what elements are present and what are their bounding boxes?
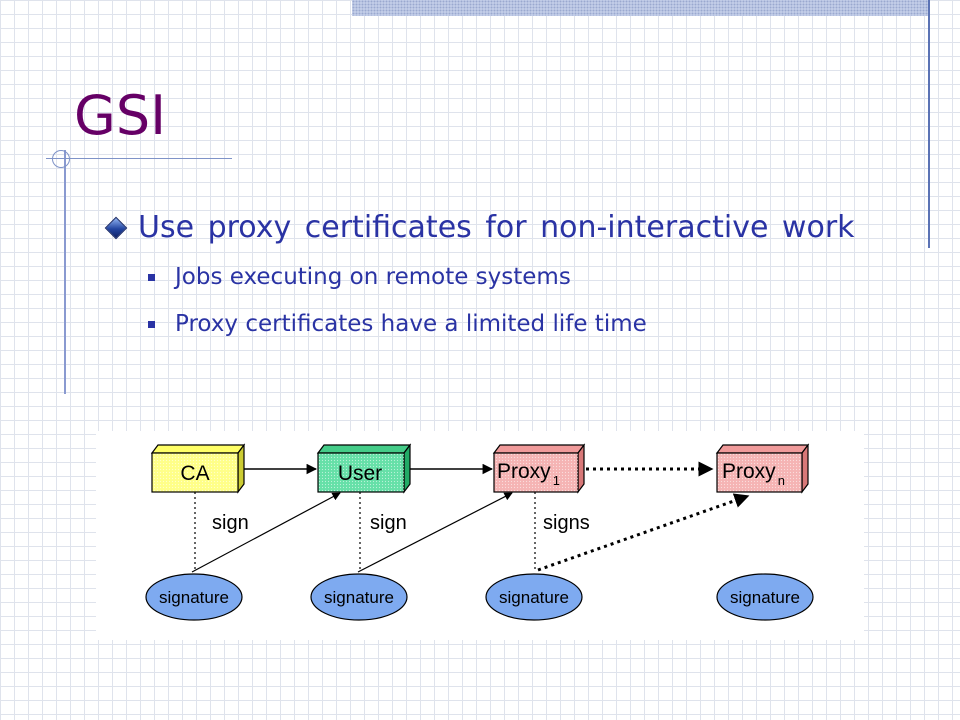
signature-label: signature [159, 588, 229, 607]
sub-bullet: Proxy certificates have a limited life t… [148, 311, 647, 337]
slide-title: GSI [74, 84, 167, 147]
signs-label: signs [543, 512, 590, 534]
decorative-circle [52, 150, 70, 168]
signature-label: signature [730, 588, 800, 607]
decorative-left-line [64, 150, 66, 394]
main-bullet: Use proxy certificates for non-interacti… [104, 210, 855, 245]
sign-label: sign [212, 512, 249, 534]
decorative-title-underline [46, 158, 232, 159]
ca-label: CA [180, 462, 209, 485]
dotted-arrow-signature-to-proxyn [537, 493, 750, 572]
ca-box: CA [150, 443, 246, 494]
decorative-top-band [352, 0, 930, 16]
arrow-signature-to-user [191, 492, 341, 573]
signature-ellipse: signature [310, 573, 408, 621]
diamond-bullet-icon [104, 216, 128, 239]
sign-label: sign [370, 512, 407, 534]
user-box: User [316, 443, 412, 494]
user-label: User [338, 462, 382, 485]
main-bullet-text: Use proxy certificates for non-interacti… [138, 210, 855, 245]
signature-label: signature [499, 588, 569, 607]
square-bullet-icon [148, 273, 155, 281]
proxyn-subscript: n [778, 473, 785, 488]
arrow-signature-to-proxy1 [357, 492, 513, 573]
sub-bullet-text: Jobs executing on remote systems [175, 264, 571, 290]
signature-ellipse: signature [485, 573, 583, 621]
sub-bullet: Jobs executing on remote systems [148, 264, 571, 290]
signature-ellipse: signature [145, 573, 243, 621]
signature-ellipse: signature [716, 573, 814, 621]
decorative-right-line [928, 0, 930, 248]
signature-label: signature [324, 588, 394, 607]
proxy1-subscript: 1 [553, 473, 560, 488]
square-bullet-icon [148, 320, 155, 328]
sub-bullet-text: Proxy certificates have a limited life t… [175, 311, 647, 337]
